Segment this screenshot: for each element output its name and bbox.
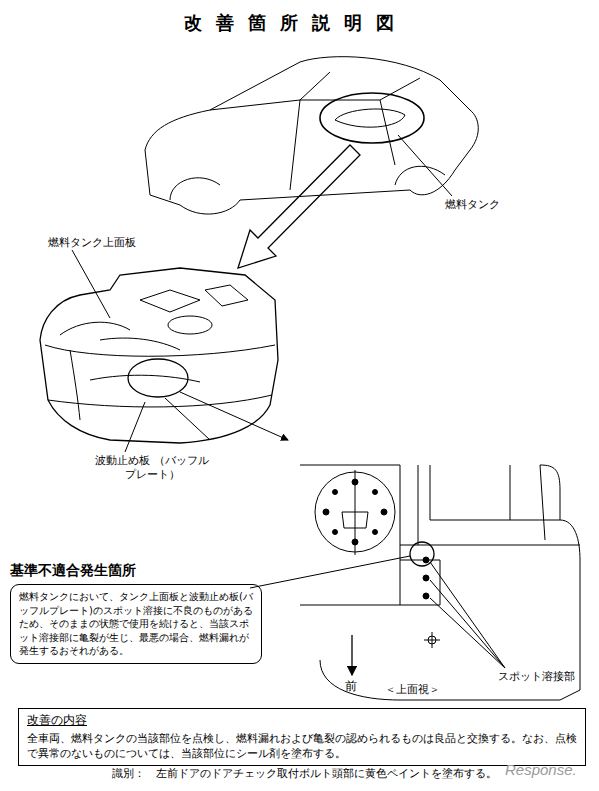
part-label: スポット溶接部	[498, 670, 575, 684]
part-label: 燃料タンク	[445, 198, 500, 212]
note: 識別： 左前ドアのドアチェック取付ボルト頭部に黄色ペイントを塗布する。	[112, 767, 497, 780]
title: 改善箇所説明図	[0, 12, 595, 35]
box-body: 燃料タンクにおいて、タンク上面板と波動止め板(バッフルプレート)のスポット溶接に…	[10, 584, 262, 664]
remedy-box: 改善の内容全車両、燃料タンクの当該部位を点検し、燃料漏れおよび亀裂の認められるも…	[18, 708, 586, 766]
box-heading: 基準不適合発生箇所	[10, 562, 262, 580]
problem-box: 基準不適合発生箇所燃料タンクにおいて、タンク上面板と波動止め板(バッフルプレート…	[10, 562, 262, 664]
part-label: 波動止め板 （バッフルプレート）	[92, 454, 212, 482]
view-label: ＜上面視＞	[385, 683, 440, 697]
box-body: 全車両、燃料タンクの当該部位を点検し、燃料漏れおよび亀裂の認められるものは良品と…	[27, 731, 577, 760]
box-heading: 改善の内容	[27, 712, 577, 729]
direction-label: 前	[345, 679, 357, 694]
part-label: 燃料タンク上面板	[48, 236, 136, 250]
watermark: Response.	[505, 761, 577, 780]
